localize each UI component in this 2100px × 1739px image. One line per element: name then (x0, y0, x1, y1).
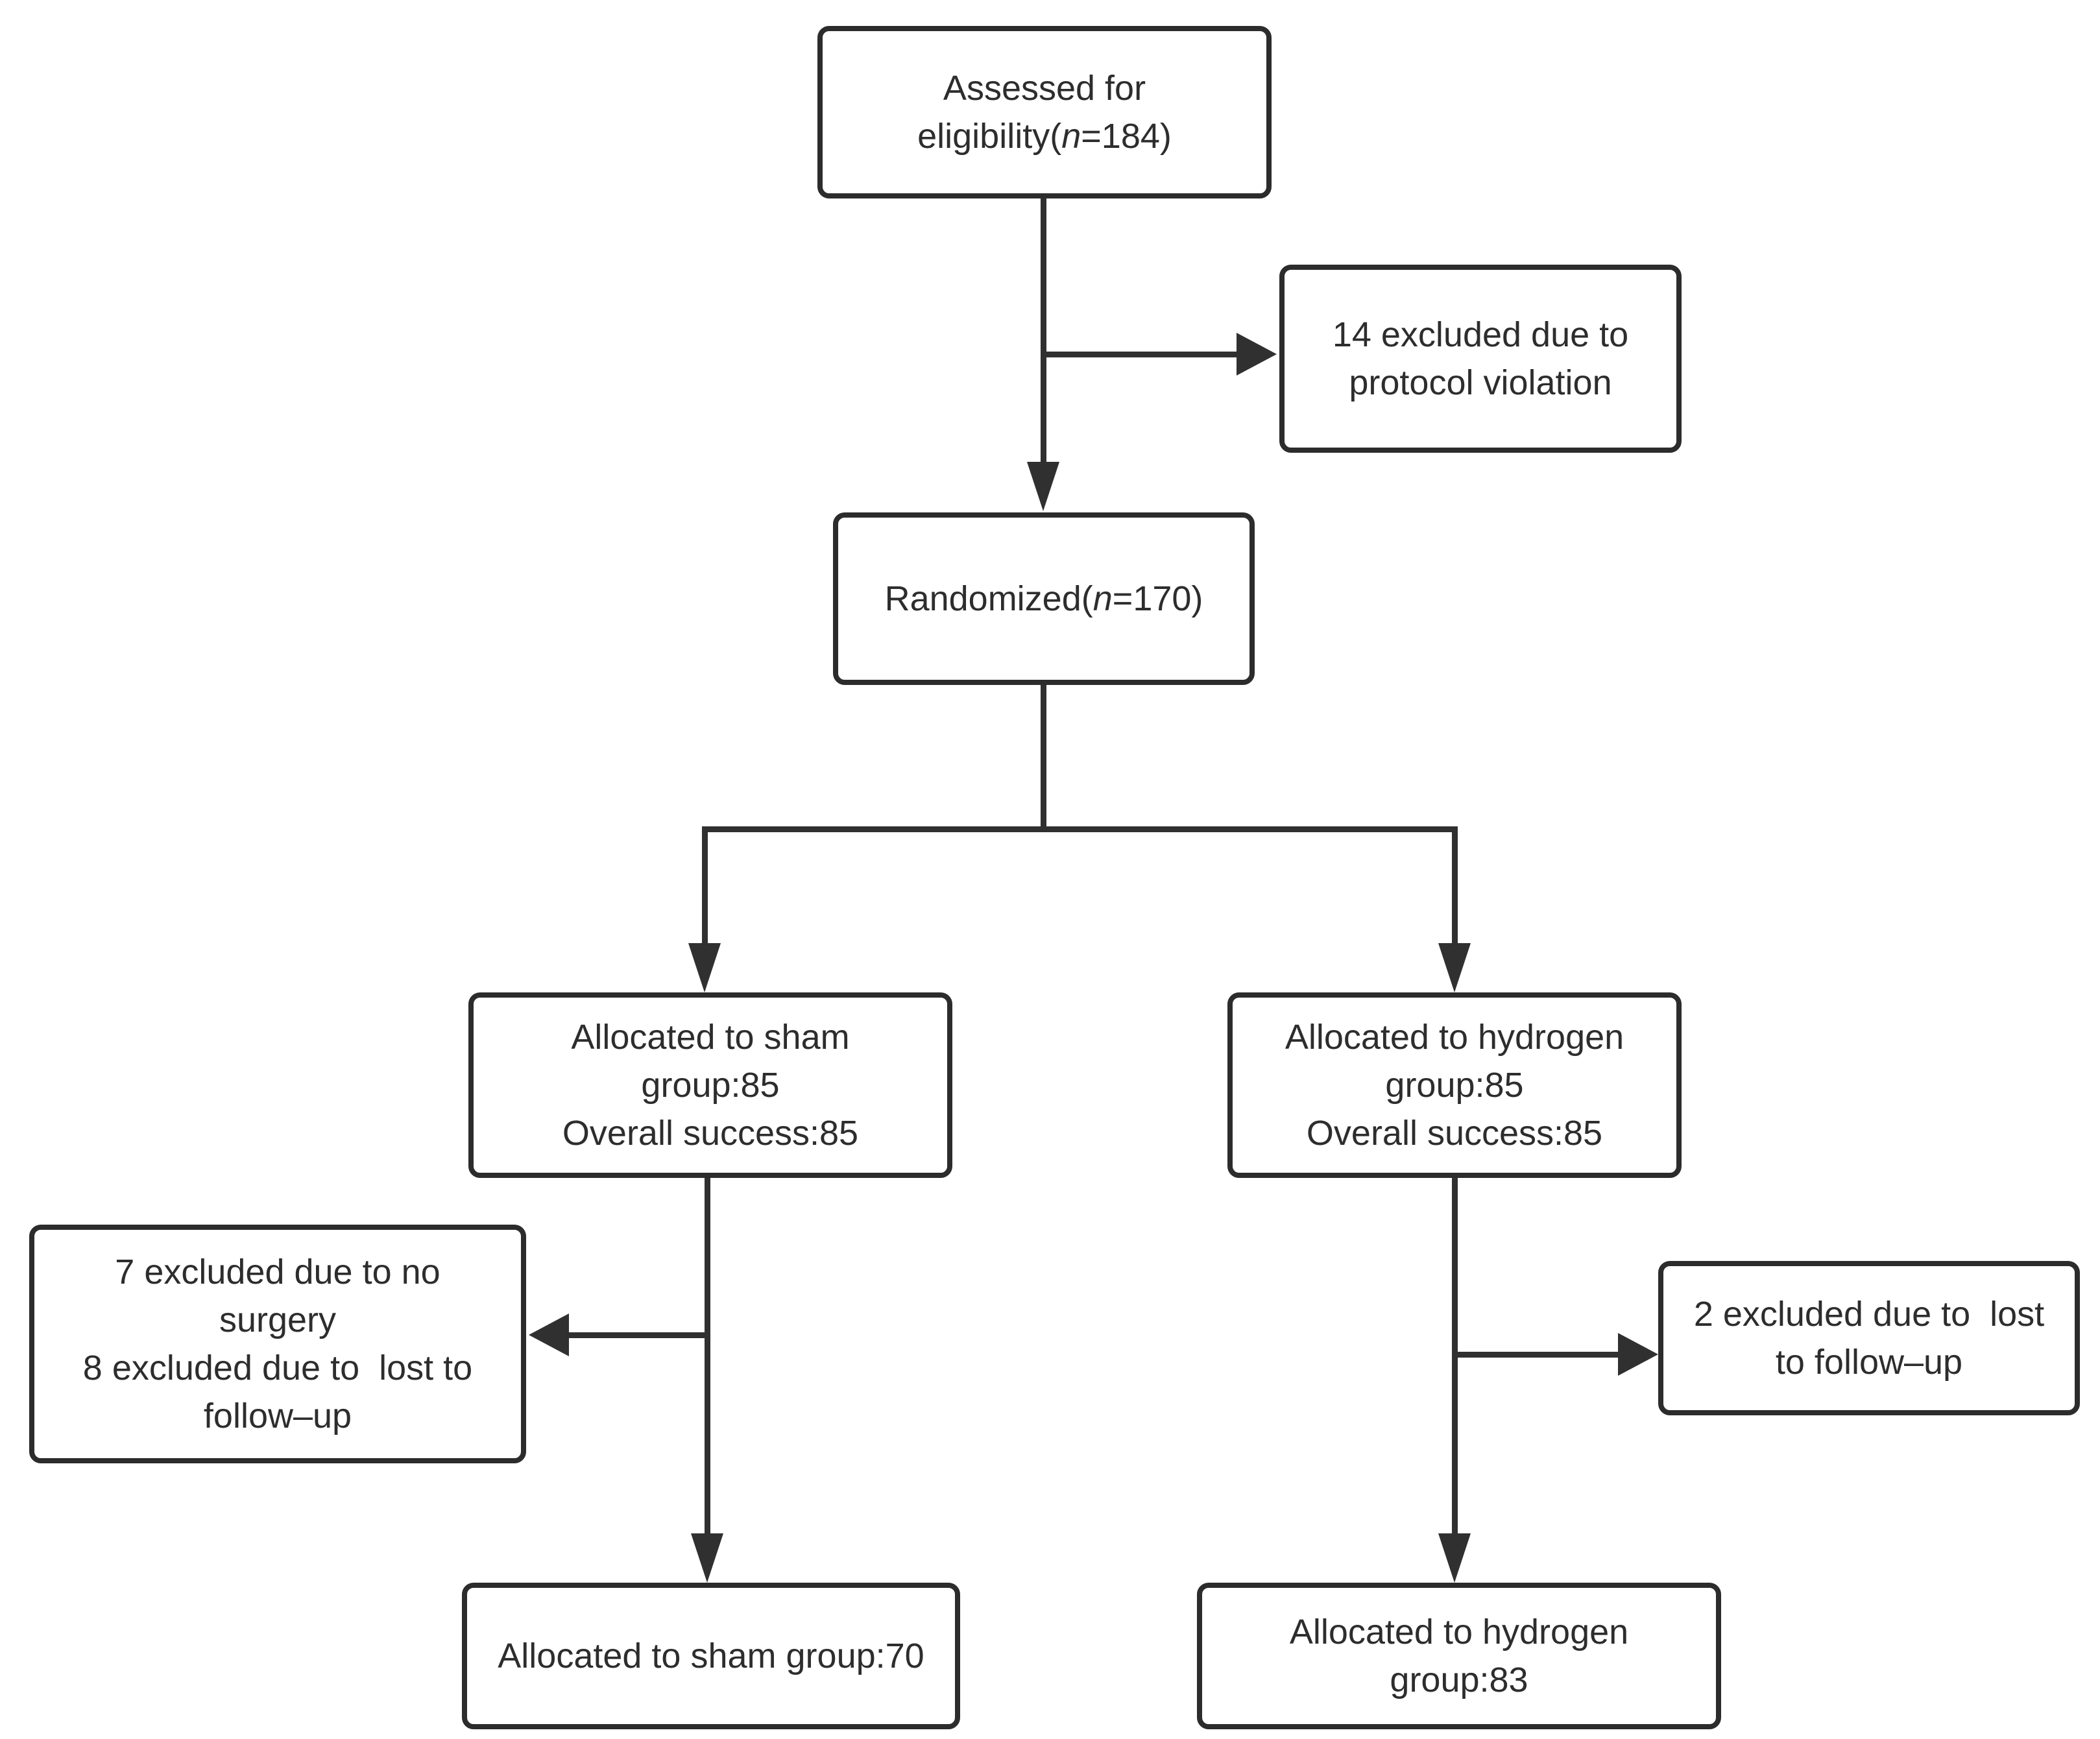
node-text-line: Randomized(n=170) (885, 575, 1203, 623)
node-text-line: surgery (219, 1301, 337, 1339)
sham-final-node: Allocated to sham group:70 (462, 1583, 960, 1729)
randomized-node: Randomized(n=170) (833, 512, 1255, 685)
connector-branch-to-sham-excluded (566, 1332, 710, 1338)
node-text-line: 14 excluded due to (1332, 315, 1629, 354)
node-text-line: Overall success:85 (1306, 1114, 1603, 1153)
text-segment: Randomized( (884, 579, 1093, 618)
arrowhead-into-protocol-excluded (1237, 333, 1277, 376)
arrowhead-into-randomized (1027, 462, 1059, 511)
node-text-line: follow–up (203, 1397, 352, 1435)
arrowhead-into-sham-final (691, 1533, 723, 1583)
text-segment: eligibility( (917, 117, 1062, 156)
connector-sham-to-final (705, 1177, 710, 1535)
connector-randomized-branch-horizontal (702, 826, 1458, 832)
arrowhead-into-hydrogen-final (1438, 1533, 1471, 1583)
node-text-line: 7 excluded due to no (115, 1253, 441, 1291)
assessed-node: Assessed for eligibility(n=184) (817, 26, 1272, 198)
hydrogen-allocated-node: Allocated to hydrogen group:85 Overall s… (1227, 992, 1682, 1178)
node-text-line: protocol violation (1349, 363, 1612, 402)
arrowhead-into-sham-allocated (688, 943, 721, 992)
italic-n: n (1061, 117, 1081, 156)
connector-assessed-to-randomized (1041, 197, 1046, 470)
node-text-line: Allocated to sham group:70 (498, 1637, 924, 1675)
italic-n: n (1092, 579, 1113, 618)
node-text-line: 8 excluded due to lost to (82, 1349, 473, 1387)
sham-excluded-node: 7 excluded due to no surgery 8 excluded … (29, 1225, 526, 1463)
arrowhead-into-sham-excluded (529, 1313, 569, 1356)
hydrogen-excluded-node: 2 excluded due to lost to follow–up (1658, 1261, 2080, 1415)
sham-allocated-node: Allocated to sham group:85 Overall succe… (468, 992, 952, 1178)
connector-branch-to-protocol-excluded (1041, 352, 1243, 357)
protocol-excluded-node: 14 excluded due to protocol violation (1279, 265, 1682, 453)
node-text-line: group:85 (1385, 1066, 1524, 1105)
arrowhead-into-hydrogen-excluded (1618, 1333, 1658, 1376)
node-text-line: eligibility(n=184) (917, 112, 1172, 160)
connector-branch-to-sham (702, 826, 708, 948)
connector-branch-to-hydrogen-excluded (1454, 1352, 1621, 1358)
hydrogen-final-node: Allocated to hydrogen group:83 (1197, 1583, 1721, 1729)
connector-randomized-stem (1041, 684, 1046, 832)
text-segment: =184) (1081, 117, 1172, 156)
node-text-line: Allocated to hydrogen (1289, 1613, 1629, 1651)
node-text-line: group:85 (641, 1066, 780, 1105)
node-text-line: Allocated to hydrogen (1285, 1018, 1624, 1057)
node-text-line: Assessed for (943, 69, 1146, 108)
node-text-line: 2 excluded due to lost (1693, 1295, 2045, 1334)
arrowhead-into-hydrogen-allocated (1438, 943, 1471, 992)
text-segment: =170) (1112, 579, 1203, 618)
node-text-line: group:83 (1390, 1661, 1528, 1699)
connector-branch-to-hydrogen (1452, 826, 1458, 948)
node-text-line: to follow–up (1775, 1343, 1963, 1382)
node-text-line: Allocated to sham (571, 1018, 850, 1057)
node-text-line: Overall success:85 (562, 1114, 859, 1153)
